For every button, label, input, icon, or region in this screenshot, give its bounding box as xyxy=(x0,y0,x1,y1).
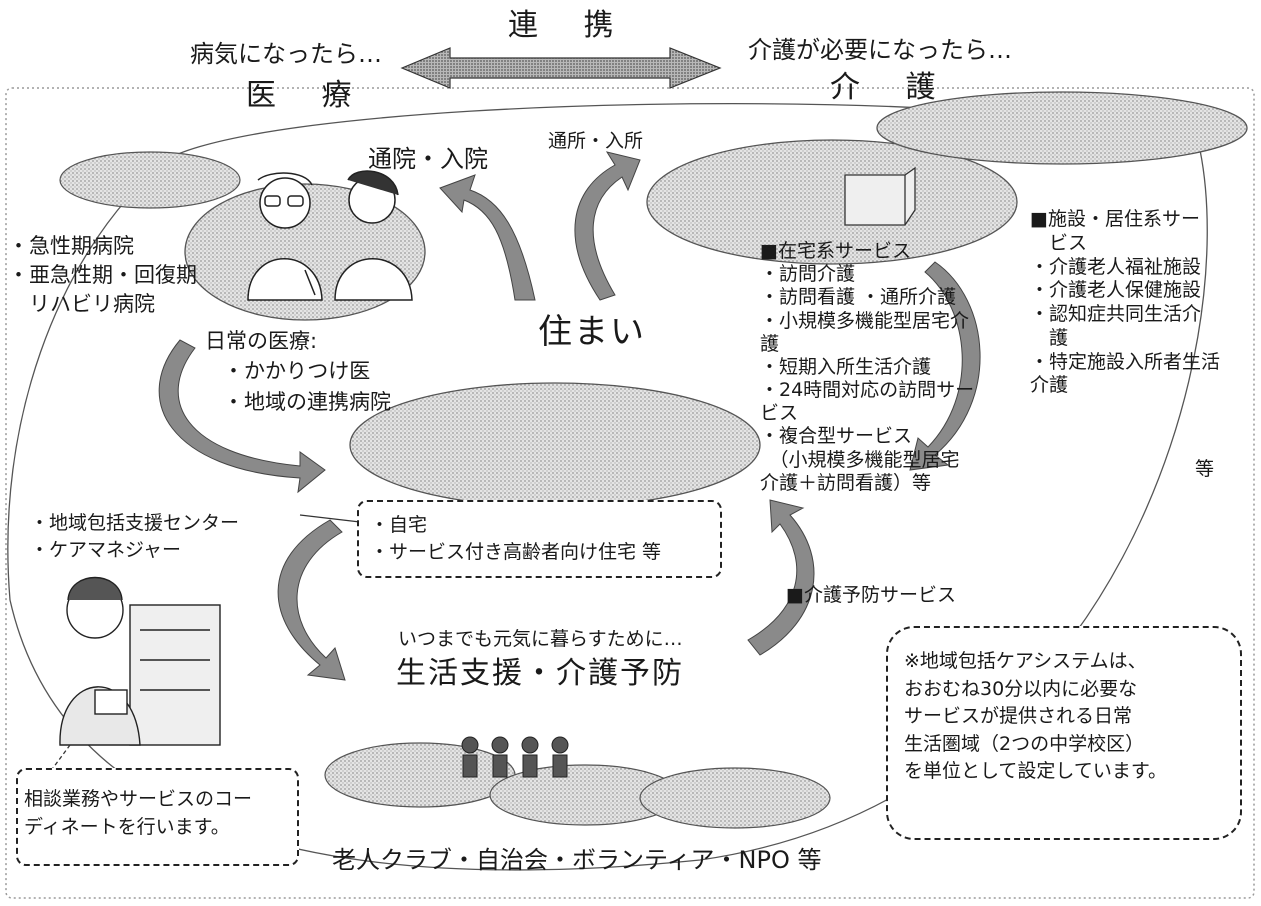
doctor-nurse-illustration xyxy=(247,170,413,301)
housing-list: ・自宅 ・サービス付き高齢者向け住宅 等 xyxy=(370,512,661,566)
note-text: ※地域包括ケアシステムは、 おおむね30分以内に必要な サービスが提供される日常… xyxy=(904,648,1167,786)
hospital-item: リハビリ病院 xyxy=(8,291,155,316)
renkei-double-arrow xyxy=(400,47,722,89)
daily-medical-item: ・かかりつけ医 xyxy=(223,359,371,384)
note-box xyxy=(886,626,1242,840)
facility-item: ・介護老人福祉施設 xyxy=(1030,255,1202,278)
support-connector xyxy=(299,514,361,523)
medical-prompt: 病気になったら… xyxy=(190,40,382,68)
community-ellipse-right xyxy=(639,767,831,829)
medical-heading: 医 療 xyxy=(246,78,370,113)
home-care-ellipse xyxy=(646,139,1018,265)
note-line: 生活圏域（2つの中学校区） xyxy=(904,732,1145,755)
community-people-illustration xyxy=(461,736,569,778)
center-sumai: 住まい xyxy=(538,312,646,352)
consult-text: 相談業務やサービスのコー ディネートを行います。 xyxy=(24,786,252,841)
facility-building-illustration xyxy=(844,166,916,226)
facility-item: 護 xyxy=(1030,326,1069,349)
home-care-item: ・24時間対応の訪問サー xyxy=(760,379,975,402)
facility-item: ■施設・居住系サー xyxy=(1030,208,1200,230)
hospital-item: ・亜急性期・回復期 xyxy=(8,262,197,287)
home-care-item: ・訪問介護 xyxy=(760,263,856,286)
prevention-prompt: いつまでも元気に暮らすために… xyxy=(398,628,683,650)
daily-medical-title: 日常の医療: xyxy=(205,329,318,353)
housing-item: ・サービス付き高齢者向け住宅 等 xyxy=(370,540,662,563)
renkei-label: 連 携 xyxy=(508,8,632,43)
home-care-services: ■在宅系サービス ・訪問介護 ・訪問看護 ・通所介護 ・小規模多機能型居宅介 護… xyxy=(760,240,974,495)
facility-item: ビス xyxy=(1030,231,1088,254)
home-care-item: 介護＋訪問看護）等 xyxy=(760,471,932,494)
facility-services: ■施設・居住系サー ビス ・介護老人福祉施設 ・介護老人保健施設 ・認知症共同生… xyxy=(1030,208,1220,398)
home-care-title: ■在宅系サービス xyxy=(760,240,911,262)
community-ellipse-left xyxy=(324,742,516,808)
care-prompt: 介護が必要になったら… xyxy=(748,36,1012,64)
housing-ellipse xyxy=(349,382,761,508)
prevention-title: 生活支援・介護予防 xyxy=(396,656,684,691)
home-care-item: （小規模多機能型居宅 xyxy=(760,448,960,471)
hospital-ellipse xyxy=(59,151,241,209)
hospital-list: ・急性期病院 ・亜急性期・回復期 リハビリ病院 xyxy=(8,232,197,319)
arrow-left-loop xyxy=(158,339,326,494)
facility-item: ・特定施設入所者生活 xyxy=(1030,350,1221,373)
flow-arrows xyxy=(158,151,981,681)
prevention-label: ■介護予防サービス xyxy=(786,584,956,606)
facility-item: ・介護老人保健施設 xyxy=(1030,279,1202,302)
care-manager-illustration xyxy=(59,576,221,746)
housing-item: ・自宅 xyxy=(370,514,428,536)
hospital-item: ・急性期病院 xyxy=(8,234,134,258)
note-line: おおむね30分以内に必要な xyxy=(904,677,1138,700)
consult-line: ディネートを行います。 xyxy=(24,815,230,838)
consult-connector xyxy=(49,744,71,773)
facility-ellipse xyxy=(876,91,1248,165)
home-care-item: ・短期入所生活介護 xyxy=(760,355,932,378)
note-line: ※地域包括ケアシステムは、 xyxy=(904,650,1147,672)
arrow-bottom-left xyxy=(277,519,346,681)
facility-item: 介護 xyxy=(1030,374,1069,397)
arrow-bottom-right xyxy=(747,499,815,656)
home-care-item: ・小規模多機能型居宅介 xyxy=(760,309,970,332)
home-care-item: ・訪問看護 ・通所介護 xyxy=(760,286,957,309)
consult-line: 相談業務やサービスのコー xyxy=(24,788,253,810)
care-heading: 介 護 xyxy=(830,70,954,105)
arrow-right-loop xyxy=(909,261,981,471)
support-center-list: ・地域包括支援センター ・ケアマネジャー xyxy=(30,510,239,564)
arrow-hospital-up xyxy=(439,174,536,301)
home-care-item: 護 xyxy=(760,332,780,355)
support-center-item: ・ケアマネジャー xyxy=(30,538,182,561)
facility-item: ・認知症共同生活介 xyxy=(1030,303,1202,325)
home-care-item: ・複合型サービス xyxy=(760,425,913,448)
home-care-item: ビス xyxy=(760,402,799,425)
community-label: 老人クラブ・自治会・ボランティア・NPO 等 xyxy=(332,846,822,874)
outer-frame xyxy=(5,87,1255,899)
arrow-care-up xyxy=(574,151,641,301)
daily-medical-item: ・地域の連携病院 xyxy=(223,389,391,414)
note-line: を単位として設定しています。 xyxy=(904,760,1167,783)
note-line: サービスが提供される日常 xyxy=(904,705,1133,728)
tsusho-label: 通所・入所 xyxy=(548,130,644,152)
consult-box xyxy=(16,768,299,866)
support-center-item: ・地域包括支援センター xyxy=(30,512,240,534)
facility-tou: 等 xyxy=(1195,458,1215,480)
housing-box xyxy=(357,500,722,578)
daily-medical: 日常の医療: ・かかりつけ医 ・地域の連携病院 xyxy=(205,326,391,417)
tsuin-label: 通院・入院 xyxy=(368,145,488,173)
